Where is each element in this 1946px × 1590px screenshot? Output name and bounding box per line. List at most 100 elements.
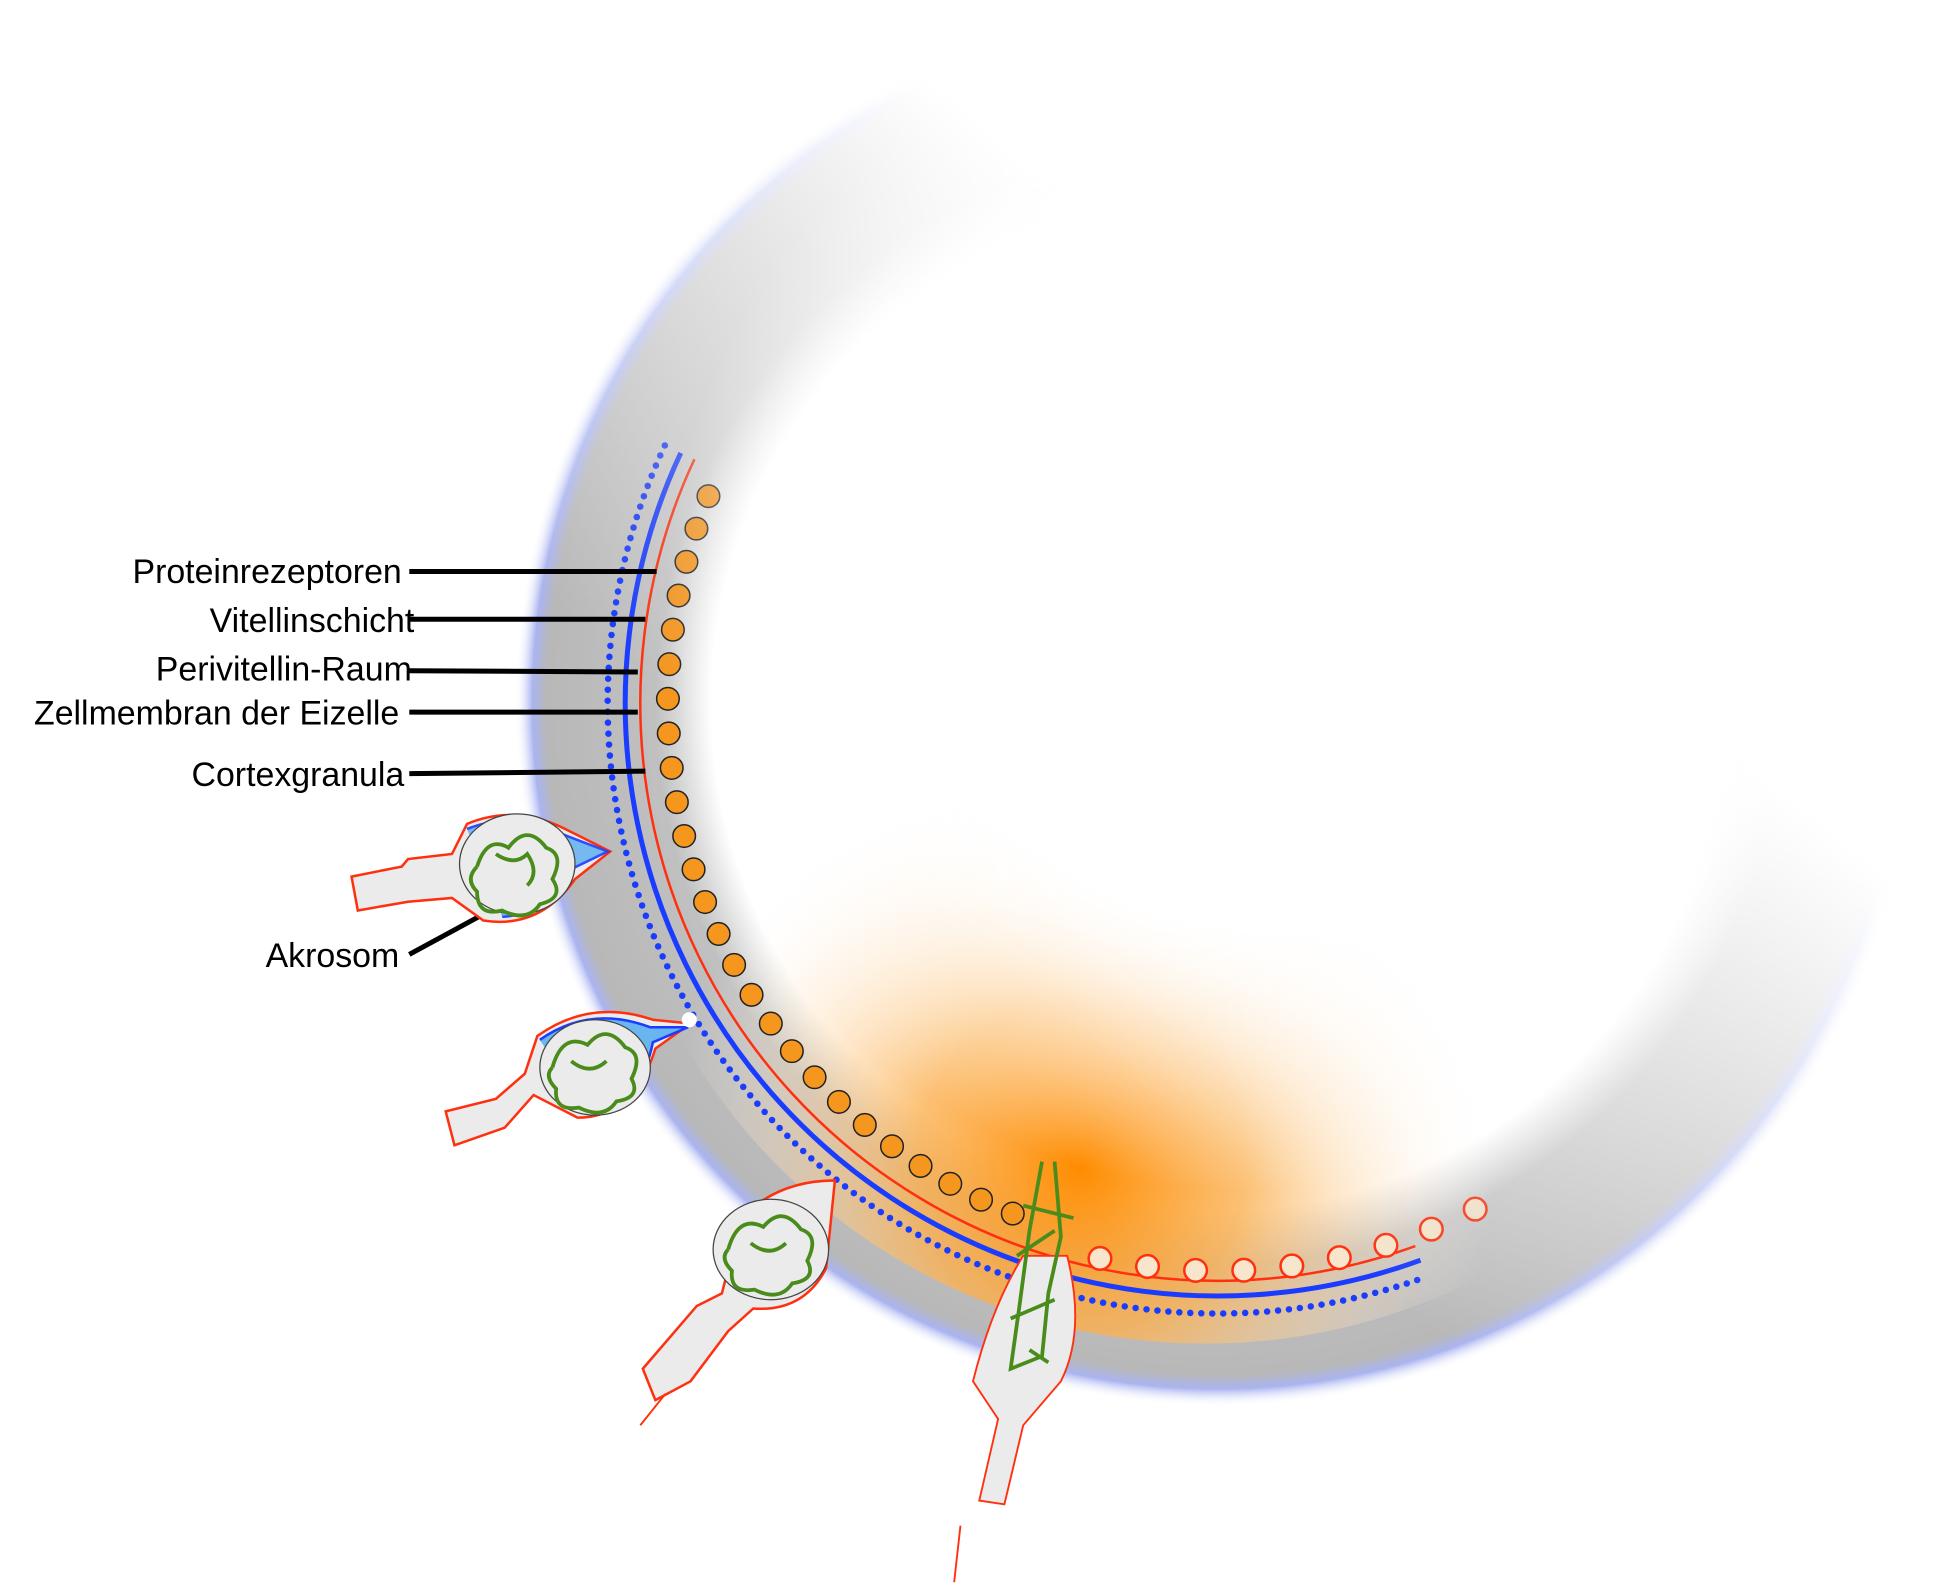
- exocytosed-granule: [1326, 1245, 1352, 1271]
- protein-receptor: [726, 1066, 734, 1073]
- protein-receptor: [620, 838, 627, 846]
- protein-receptor: [659, 953, 666, 960]
- vitelline-layer: [622, 451, 1422, 1299]
- protein-receptor: [661, 442, 669, 449]
- protein-receptor: [791, 1140, 799, 1147]
- protein-receptor: [606, 653, 613, 661]
- protein-receptor: [618, 828, 625, 835]
- cortical-granule: [938, 1171, 963, 1196]
- protein-receptor: [644, 482, 651, 490]
- protein-receptor: [701, 1030, 708, 1037]
- cortical-granule: [666, 583, 691, 608]
- protein-receptor: [1285, 1306, 1293, 1313]
- protein-receptor: [627, 534, 634, 542]
- protein-receptor: [719, 1057, 727, 1064]
- cortical-granule: [779, 1039, 804, 1064]
- protein-receptor: [1165, 1308, 1172, 1315]
- protein-receptor: [615, 817, 623, 825]
- protein-receptor: [604, 675, 612, 683]
- protein-receptor: [784, 1132, 791, 1140]
- protein-receptor: [631, 881, 639, 888]
- protein-receptor: [1121, 1303, 1129, 1310]
- protein-receptor: [1361, 1292, 1368, 1299]
- cortical-granule: [802, 1065, 827, 1090]
- cortical-granule: [672, 823, 697, 849]
- protein-receptor: [850, 1189, 858, 1197]
- leader-lines: [408, 569, 657, 957]
- protein-receptor: [1403, 1280, 1411, 1287]
- protein-receptor: [733, 1074, 740, 1082]
- protein-receptor: [868, 1202, 875, 1210]
- cortical-granule: [664, 790, 689, 815]
- cortical-granule: [657, 652, 682, 677]
- label-cortexgranula: Cortexgranula: [191, 756, 404, 794]
- protein-receptor: [915, 1231, 922, 1239]
- protein-receptor: [608, 774, 616, 781]
- cortical-granule: [660, 617, 685, 642]
- protein-receptor: [713, 1048, 721, 1055]
- label-zellmembran: Zellmembran der Eizelle: [34, 695, 399, 733]
- protein-receptor: [623, 849, 630, 857]
- protein-receptor: [604, 719, 612, 726]
- protein-receptor: [841, 1183, 849, 1190]
- cortical-granule: [826, 1089, 851, 1114]
- protein-receptor: [646, 922, 654, 930]
- protein-receptor: [924, 1236, 932, 1244]
- cortical-granule: [908, 1153, 933, 1179]
- protein-receptor: [1176, 1309, 1183, 1316]
- protein-receptor: [984, 1265, 991, 1272]
- protein-receptor: [1154, 1307, 1161, 1314]
- cortical-granule: [674, 549, 699, 574]
- protein-receptor: [934, 1242, 941, 1249]
- protein-receptor: [808, 1155, 815, 1162]
- protein-receptor: [1329, 1299, 1336, 1306]
- protein-receptor: [1187, 1309, 1194, 1317]
- cortical-granule: [706, 921, 731, 946]
- protein-receptor: [1198, 1310, 1205, 1317]
- protein-receptor: [799, 1147, 807, 1155]
- protein-receptor: [611, 795, 619, 803]
- protein-receptor: [616, 577, 624, 584]
- protein-receptor: [678, 992, 686, 999]
- protein-receptor: [638, 902, 646, 909]
- protein-receptor: [896, 1220, 903, 1228]
- cortical-granule: [1000, 1201, 1025, 1226]
- protein-receptor: [606, 752, 614, 759]
- protein-receptor: [614, 588, 622, 595]
- protein-receptor: [1413, 1276, 1421, 1284]
- cortical-granule: [681, 857, 706, 882]
- protein-receptor: [707, 1039, 714, 1046]
- protein-receptor: [1089, 1297, 1096, 1304]
- egg-cell-membrane: [639, 458, 1416, 1283]
- protein-receptor: [608, 631, 615, 639]
- protein-receptor: [1350, 1294, 1358, 1302]
- cortical-granule: [852, 1112, 877, 1138]
- protein-receptor: [761, 1108, 768, 1116]
- protein-receptor: [610, 785, 617, 792]
- protein-receptor: [824, 1169, 832, 1176]
- protein-receptor: [1393, 1283, 1400, 1291]
- protein-receptor: [654, 943, 662, 950]
- protein-receptor: [816, 1162, 823, 1169]
- cortical-granule: [693, 889, 718, 915]
- protein-receptor: [613, 806, 621, 814]
- cortical-granule: [684, 516, 709, 541]
- protein-receptor: [1110, 1301, 1118, 1308]
- exocytosed-granule: [1279, 1253, 1305, 1279]
- label-vitellinschicht: Vitellinschicht: [210, 602, 415, 640]
- protein-receptor: [1132, 1304, 1139, 1312]
- protein-receptor: [607, 642, 614, 650]
- protein-receptor: [636, 503, 644, 510]
- exocytosed-granule: [1231, 1257, 1257, 1283]
- protein-receptor: [673, 982, 681, 990]
- protein-receptor: [640, 492, 648, 500]
- protein-receptor: [944, 1247, 951, 1254]
- cortical-granule: [656, 721, 681, 746]
- protein-receptor: [604, 697, 611, 704]
- protein-receptor: [1339, 1297, 1347, 1304]
- sperm-4-fused: [953, 1161, 1077, 1583]
- protein-receptor: [1252, 1309, 1260, 1316]
- exocytosed-granule: [1183, 1257, 1209, 1283]
- protein-receptor: [905, 1226, 913, 1233]
